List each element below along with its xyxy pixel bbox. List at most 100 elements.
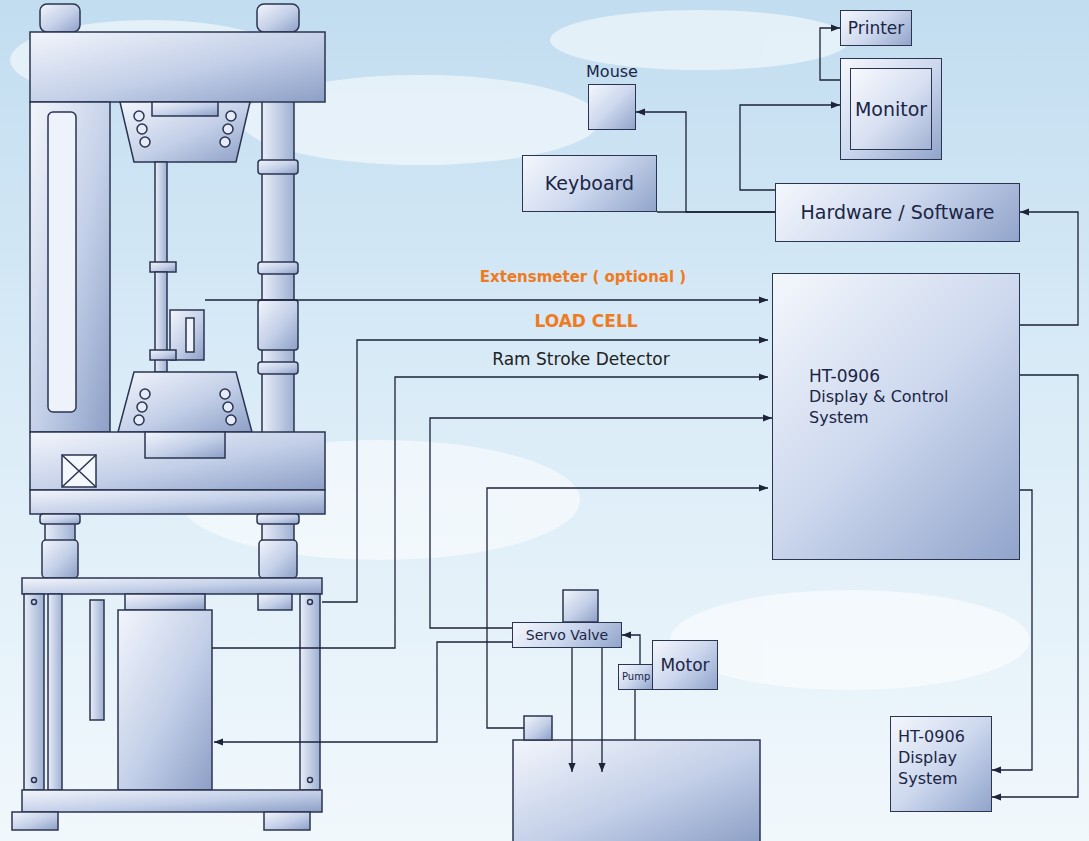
machine-part <box>137 402 147 412</box>
machine-part <box>48 112 76 412</box>
testing-machine <box>12 4 325 830</box>
model-number: HT-0906 <box>898 727 965 748</box>
machine-part <box>48 594 62 790</box>
machine-part <box>226 111 236 121</box>
printer-box: Printer <box>840 10 912 46</box>
signal-label: Ram Stroke Detector <box>492 349 669 369</box>
monitor-screen: Monitor <box>850 68 932 150</box>
machine-part <box>214 642 512 742</box>
machine-part <box>32 600 37 605</box>
machine-part <box>32 778 37 783</box>
machine-part <box>258 262 298 274</box>
machine-part <box>634 690 635 740</box>
machine-part <box>118 610 212 790</box>
machine-part <box>30 490 325 514</box>
machine-part <box>134 415 144 425</box>
controller-box: HT-0906Display & Control System <box>772 273 1020 560</box>
machine-part <box>226 415 236 425</box>
box-label: Mouse <box>586 62 638 81</box>
box-label: Motor <box>660 655 709 675</box>
machine-part <box>134 389 236 425</box>
machine-part <box>258 160 298 174</box>
machine-part <box>137 124 147 134</box>
signal-connector <box>622 635 640 664</box>
machine-part <box>24 594 44 790</box>
machine-part <box>571 648 572 772</box>
mouse-box: Mouse <box>588 84 636 130</box>
signal-connector <box>430 418 772 628</box>
machine-part <box>513 740 760 841</box>
machine-part <box>205 299 768 300</box>
sky-clouds <box>10 10 1030 690</box>
machine-part <box>134 111 236 147</box>
machine-part <box>550 10 850 70</box>
machine-part <box>308 778 313 783</box>
machine-part <box>140 137 150 147</box>
machine-part <box>90 600 104 720</box>
machine-part <box>220 137 230 147</box>
signal-wires <box>205 300 768 772</box>
machine-part <box>257 4 299 32</box>
signal-connector <box>1020 212 1078 325</box>
computer-box: Hardware / Software <box>775 183 1020 242</box>
machine-part <box>150 262 176 272</box>
servo-valve-box: Servo Valve <box>512 622 622 648</box>
machine-part <box>487 488 768 728</box>
machine-part <box>258 300 298 350</box>
machine-part <box>125 594 205 610</box>
machine-part <box>22 578 322 594</box>
machine-part <box>563 590 598 622</box>
machine-part <box>322 340 768 602</box>
machine-part <box>258 362 298 374</box>
machine-part <box>155 162 167 272</box>
machine-part <box>601 648 602 772</box>
machine-part <box>62 455 96 487</box>
display-box: HT-0906Display System <box>890 716 992 812</box>
machine-part <box>120 102 250 162</box>
machine-part <box>30 432 325 490</box>
box-label: Hardware / Software <box>801 201 995 224</box>
box-label: Printer <box>848 18 905 38</box>
machine-part <box>186 318 194 352</box>
machine-part <box>300 594 320 790</box>
motor-box: Motor <box>652 640 718 690</box>
hydraulic-unit <box>513 590 760 841</box>
box-label: Pump <box>622 671 650 683</box>
machine-part <box>40 4 80 32</box>
unit-name: Display & Control System <box>809 387 979 429</box>
machine-part <box>670 590 1030 690</box>
signal-connector <box>740 105 840 190</box>
machine-part <box>22 790 322 812</box>
model-number: HT-0906 <box>809 365 880 387</box>
box-label: Keyboard <box>545 172 634 195</box>
pump-box: Pump <box>618 664 654 690</box>
machine-part <box>150 350 176 360</box>
machine-part <box>223 402 233 412</box>
machine-part <box>259 540 297 578</box>
machine-part <box>258 594 292 610</box>
box-label: Monitor <box>855 98 927 121</box>
keyboard-box: Keyboard <box>522 155 657 212</box>
machine-part <box>42 540 78 578</box>
machine-part <box>140 389 150 399</box>
signal-label: LOAD CELL <box>534 311 637 331</box>
monitor-box: Monitor <box>840 58 942 160</box>
machine-part <box>62 455 96 487</box>
box-label: Servo Valve <box>526 627 608 644</box>
machine-part <box>524 716 552 740</box>
machine-part <box>12 812 58 830</box>
unit-name: Display System <box>898 748 984 790</box>
machine-part <box>257 514 299 524</box>
machine-part <box>220 389 230 399</box>
machine-part <box>40 514 80 524</box>
machine-part <box>308 600 313 605</box>
machine-part <box>118 372 252 432</box>
machine-part <box>152 102 218 116</box>
machine-part <box>145 432 225 458</box>
signal-label: Extensmeter ( optional ) <box>480 268 686 286</box>
machine-part <box>223 124 233 134</box>
machine-part <box>30 32 325 102</box>
machine-part <box>134 111 144 121</box>
machine-part <box>30 102 110 432</box>
